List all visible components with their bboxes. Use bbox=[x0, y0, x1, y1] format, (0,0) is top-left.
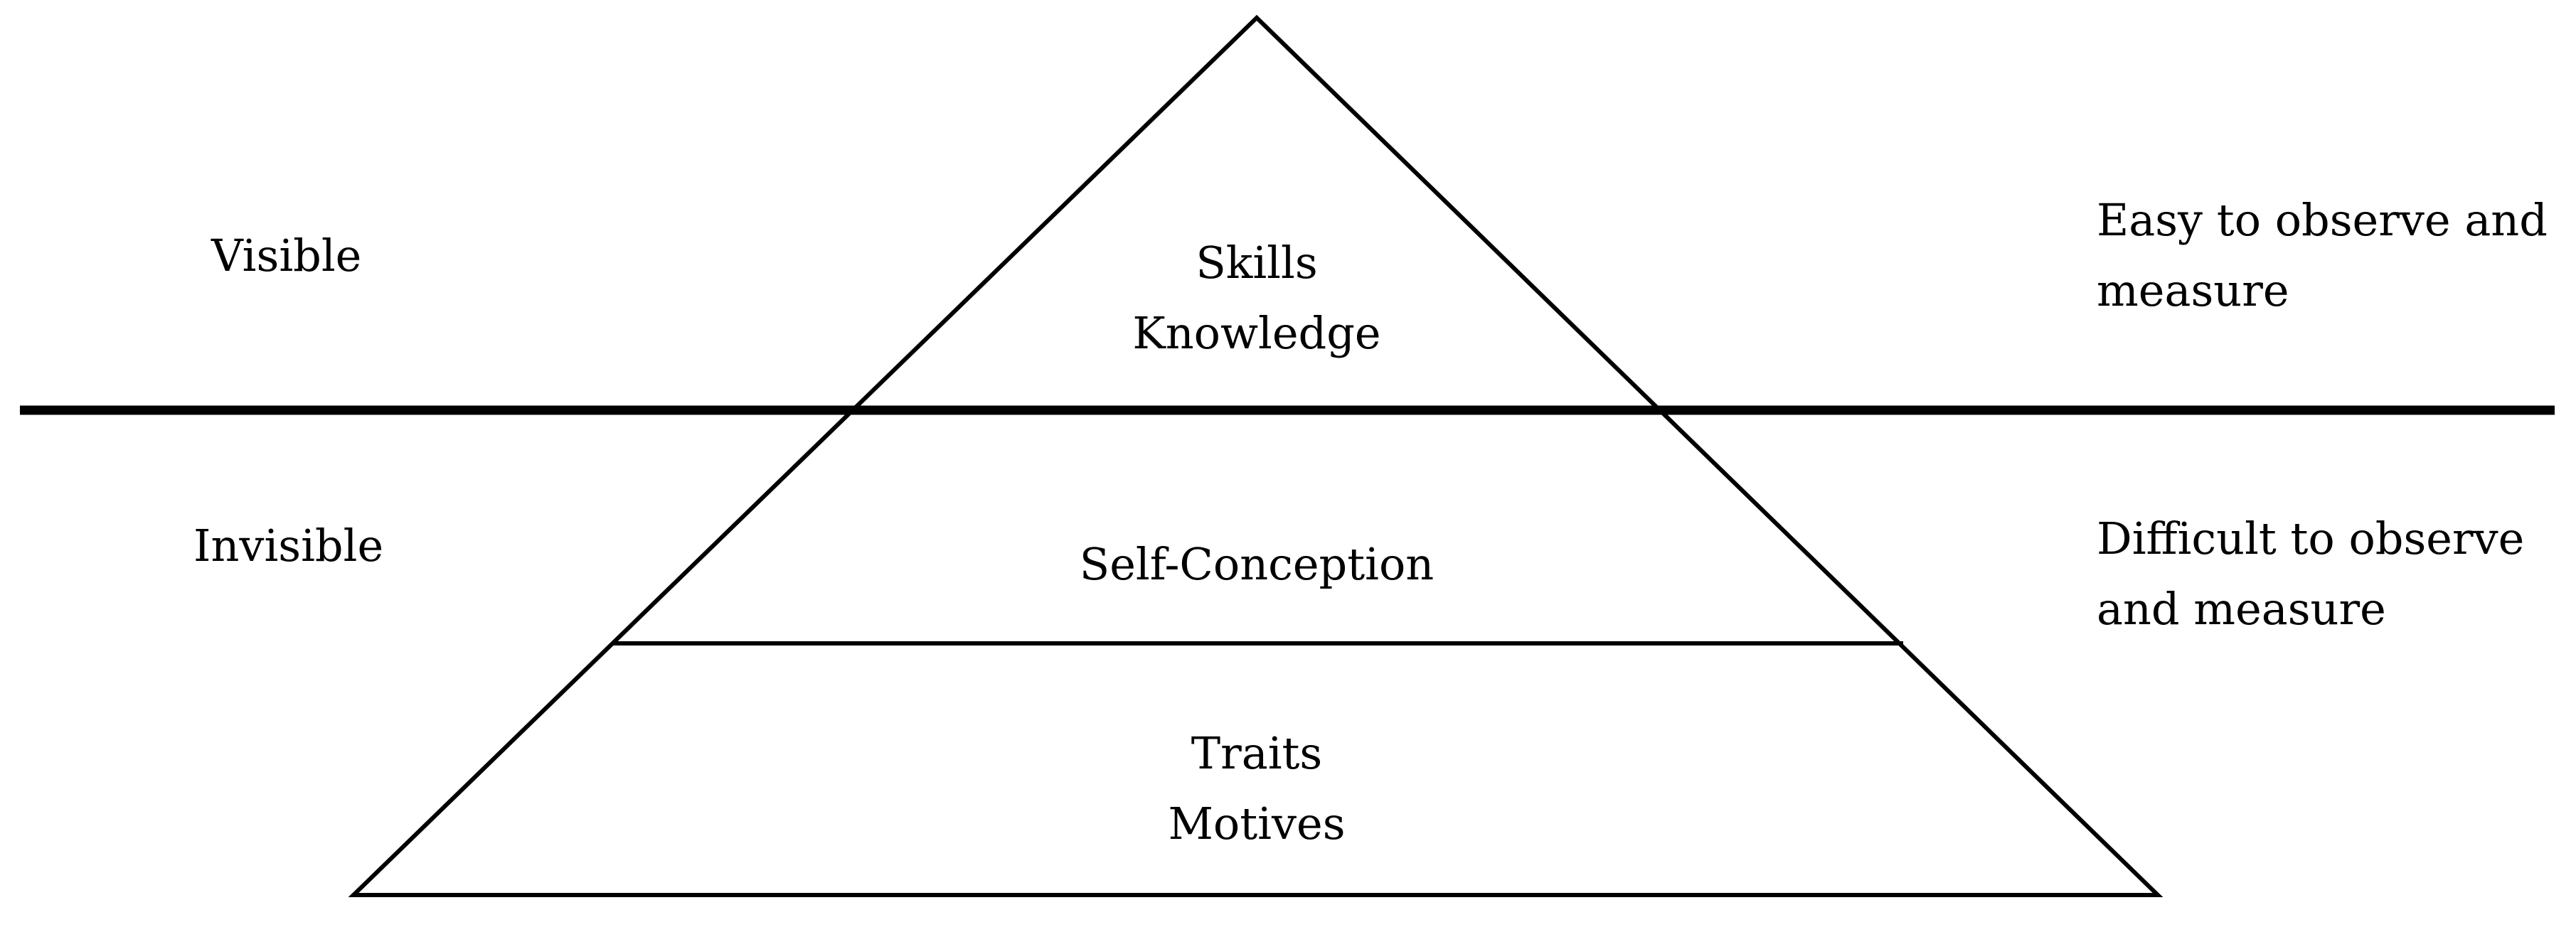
easy-to-observe-note: Easy to observe and measure bbox=[2097, 185, 2548, 326]
easy-line-1: Easy to observe and bbox=[2097, 194, 2548, 246]
visible-label: Visible bbox=[211, 230, 362, 282]
traits-label: Traits bbox=[1191, 727, 1323, 779]
motives-label: Motives bbox=[1168, 798, 1346, 850]
tier-top-text: Skills Knowledge bbox=[1043, 227, 1470, 368]
skills-label: Skills bbox=[1196, 237, 1318, 289]
invisible-label: Invisible bbox=[193, 520, 384, 572]
easy-line-2: measure bbox=[2097, 264, 2289, 317]
difficult-line-1: Difficult to observe bbox=[2097, 513, 2525, 564]
self-conception-label: Self-Conception bbox=[1079, 538, 1435, 590]
tier-bottom-text: Traits Motives bbox=[1043, 718, 1470, 859]
knowledge-label: Knowledge bbox=[1132, 307, 1381, 360]
difficult-line-2: and measure bbox=[2097, 583, 2386, 636]
difficult-to-observe-note: Difficult to observe and measure bbox=[2097, 503, 2524, 644]
pyramid-outline bbox=[348, 14, 2163, 897]
